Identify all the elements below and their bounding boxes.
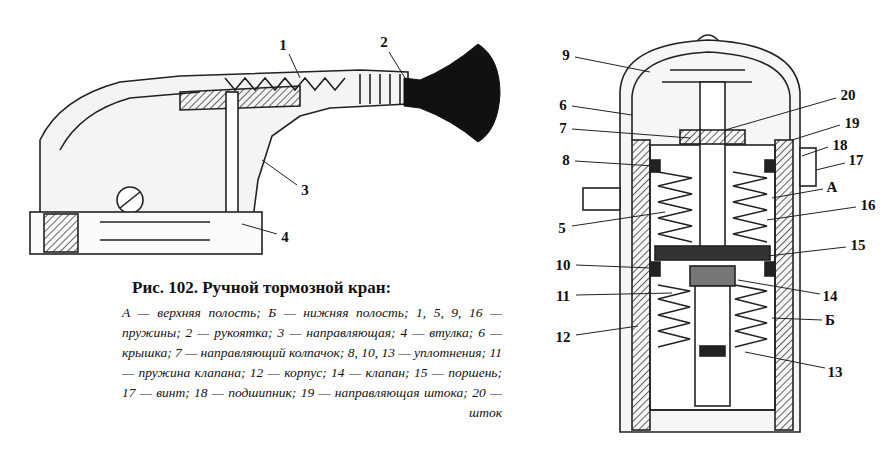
- leader-line: [772, 318, 822, 320]
- callout-number: 18: [832, 138, 849, 153]
- seal: [765, 262, 775, 276]
- leader-lines: [242, 52, 856, 368]
- callout-number: А: [826, 180, 839, 195]
- seal: [700, 346, 725, 356]
- spring-coil: [735, 285, 767, 347]
- spring-coil: [225, 78, 345, 90]
- callout-number: Б: [824, 313, 836, 328]
- callout-number: 7: [558, 121, 568, 136]
- screw-head: [117, 187, 143, 213]
- callout-number: 1: [278, 38, 288, 53]
- callout-number: 5: [557, 221, 567, 236]
- seal: [765, 160, 775, 172]
- leader-line: [575, 57, 650, 72]
- callout-number: 19: [844, 116, 861, 131]
- callout-number: 13: [827, 365, 844, 380]
- rod: [226, 92, 238, 222]
- callout-number: 12: [555, 330, 572, 345]
- cap-top: [698, 35, 718, 40]
- thread-line: [399, 74, 401, 104]
- leader-line: [768, 247, 846, 256]
- callout-number: 11: [555, 289, 571, 304]
- thread-line: [389, 74, 391, 104]
- screw-slot: [120, 192, 140, 208]
- figure-title: Рис. 102. Ручной тормозной кран:: [132, 278, 391, 298]
- leader-line: [772, 189, 823, 198]
- leader-line: [572, 106, 632, 115]
- flange-section: [44, 214, 78, 252]
- leader-line: [242, 224, 277, 234]
- thread-line: [369, 74, 371, 104]
- thread-line: [379, 74, 381, 104]
- stem: [700, 82, 725, 247]
- leader-line: [767, 207, 856, 220]
- spring-coil: [658, 172, 692, 242]
- callout-number: 10: [555, 258, 572, 273]
- callout-number: 6: [558, 98, 568, 113]
- leader-line: [816, 163, 845, 170]
- guide-section: [180, 86, 300, 110]
- leader-line: [576, 265, 652, 268]
- callout-number: 14: [822, 289, 839, 304]
- spring-line: [670, 69, 745, 71]
- callout-number: 20: [840, 88, 857, 103]
- wall-section: [632, 140, 650, 430]
- mounting-flange: [30, 212, 262, 254]
- base-line: [650, 409, 775, 411]
- callout-number: 16: [860, 198, 877, 213]
- callout-number: 15: [850, 238, 867, 253]
- leader-line: [576, 326, 638, 335]
- thread-line: [359, 74, 361, 104]
- section-view: [583, 35, 816, 432]
- leader-line: [572, 129, 690, 138]
- leader-line: [575, 161, 654, 166]
- valve-plug: [690, 266, 735, 286]
- leader-line: [572, 212, 665, 226]
- stem-guide: [680, 130, 745, 144]
- valve-tube: [695, 286, 730, 406]
- leader-line: [262, 160, 297, 185]
- spring-coil: [733, 172, 767, 242]
- callout-number: 9: [561, 48, 571, 63]
- leader-line: [576, 293, 672, 295]
- piston: [655, 246, 770, 260]
- leader-line: [725, 98, 836, 130]
- flange-rib: [100, 239, 210, 241]
- leader-line: [289, 54, 300, 78]
- callout-number: 3: [300, 183, 310, 198]
- housing-edge: [60, 92, 200, 150]
- leader-line: [738, 280, 820, 294]
- figure-caption: А — верхняя полость; Б — нижняя полость;…: [122, 303, 502, 423]
- callout-number: 2: [379, 35, 389, 50]
- leader-line: [802, 147, 828, 156]
- valve-body: [620, 40, 800, 432]
- spring-coil: [658, 285, 690, 347]
- leader-line: [389, 52, 405, 78]
- callout-number: 8: [561, 153, 571, 168]
- handle-knob: [404, 44, 500, 142]
- inlet-pipe: [583, 188, 620, 210]
- housing-outline: [40, 70, 408, 232]
- wall-section: [775, 140, 793, 430]
- callout-number: 17: [848, 153, 865, 168]
- flange-rib: [100, 221, 210, 223]
- side-view: [30, 70, 408, 254]
- seal: [650, 262, 660, 276]
- leader-line: [745, 352, 825, 368]
- callout-number: 4: [280, 230, 290, 245]
